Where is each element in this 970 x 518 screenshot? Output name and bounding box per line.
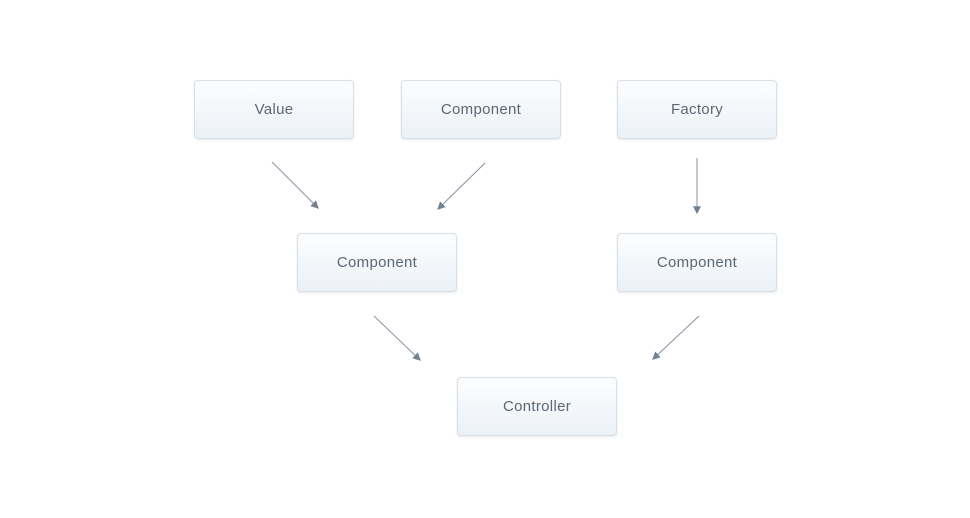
edge-arrow-value-to-component-left (271, 161, 319, 209)
node-controller: Controller (457, 377, 617, 436)
node-component-middle-right: Component (617, 233, 777, 292)
edge-arrow-component-top-to-component-left (437, 162, 486, 210)
node-factory: Factory (617, 80, 777, 139)
edge-arrow-component-right-to-controller (652, 315, 700, 360)
node-value: Value (194, 80, 354, 139)
node-component-middle-left: Component (297, 233, 457, 292)
node-component-top: Component (401, 80, 561, 139)
edge-arrow-component-left-to-controller (373, 315, 421, 361)
